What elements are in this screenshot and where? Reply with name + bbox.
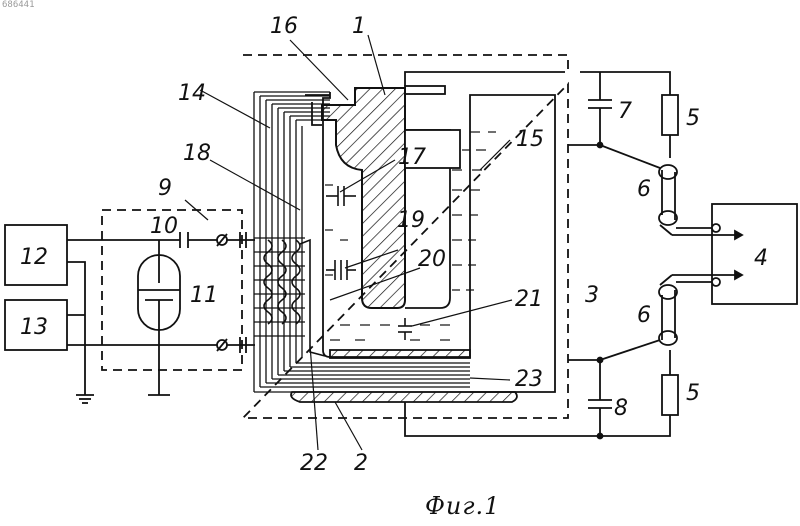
label-14: 14 — [178, 81, 206, 106]
coil-winding — [264, 240, 325, 356]
internal-capacitor-17 — [326, 186, 356, 206]
coax-cable-bottom — [600, 271, 742, 360]
label-1: 1 — [352, 14, 366, 39]
internal-capacitor-19 — [326, 260, 356, 280]
label-6-bottom: 6 — [637, 303, 651, 328]
capacitor-7 — [568, 72, 612, 148]
label-4: 4 — [754, 246, 768, 271]
label-23: 23 — [515, 367, 543, 392]
label-21: 21 — [515, 287, 543, 312]
label-12: 12 — [20, 245, 48, 270]
label-13: 13 — [20, 315, 48, 340]
figure-caption: Фиг.1 — [425, 492, 500, 520]
label-19: 19 — [397, 208, 425, 233]
resistor-5-bottom — [662, 375, 678, 415]
bottom-lead — [405, 402, 670, 436]
label-6-top: 6 — [637, 177, 651, 202]
label-22: 22 — [300, 451, 328, 476]
label-10: 10 — [150, 214, 178, 239]
label-17: 17 — [398, 145, 426, 170]
label-8: 8 — [614, 396, 628, 421]
coax-cable-top — [600, 145, 742, 239]
leader-lines — [185, 35, 512, 450]
base-electrode-2 — [291, 392, 517, 402]
label-18: 18 — [183, 141, 211, 166]
label-2: 2 — [354, 451, 368, 476]
electrode-cap — [405, 86, 445, 94]
label-15: 15 — [516, 127, 544, 152]
label-11: 11 — [190, 283, 218, 308]
resistor-5-top — [662, 95, 678, 135]
label-5-bottom: 5 — [686, 381, 700, 406]
label-16: 16 — [270, 14, 298, 39]
label-5-top: 5 — [686, 106, 700, 131]
label-20: 20 — [418, 247, 446, 272]
label-9: 9 — [158, 176, 172, 201]
internal-capacitor-21 — [398, 318, 412, 340]
capacitor-8 — [568, 358, 612, 439]
bottom-plate-23 — [330, 350, 470, 358]
label-3: 3 — [585, 283, 599, 308]
ground-wire — [67, 262, 85, 395]
label-7: 7 — [618, 99, 632, 124]
